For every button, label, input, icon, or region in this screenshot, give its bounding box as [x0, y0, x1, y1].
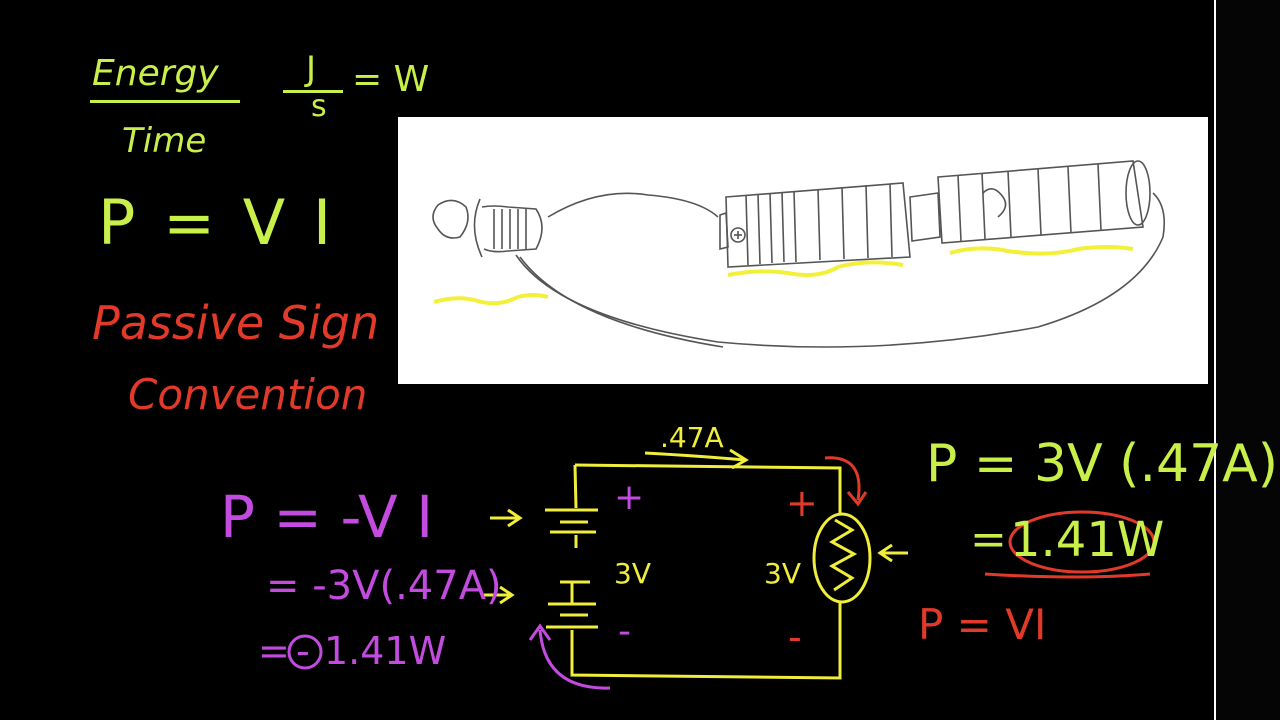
power-formula: P = V I	[98, 186, 336, 259]
passive-sign-line1: Passive Sign	[92, 296, 380, 350]
left-calc-line1: P = -V I	[220, 483, 434, 551]
resistor-plus-sign: +	[786, 481, 818, 525]
joule-label: J	[306, 49, 317, 89]
battery-voltage-label: 3V	[614, 557, 651, 590]
left-calc-line3-circled-sign: -	[296, 629, 310, 673]
energy-fraction-bar	[90, 100, 240, 103]
passive-sign-line2: Convention	[128, 370, 368, 419]
units-fraction-bar	[283, 90, 343, 93]
battery-symbol	[545, 508, 598, 629]
minus-circle	[287, 634, 323, 670]
energy-label: Energy	[92, 53, 219, 94]
resistor-voltage-label: 3V	[764, 557, 801, 590]
purple-current-arrow-icon	[528, 623, 611, 690]
pencil-sketch-battery-bulb-icon	[432, 160, 1166, 348]
answer-circle	[1008, 510, 1156, 574]
resistor-pointer-arrow-icon	[877, 543, 908, 563]
right-calc-line2-value: 1.41W	[1010, 512, 1165, 568]
resistor-minus-sign: -	[788, 615, 802, 659]
current-arrow-icon	[644, 448, 749, 470]
red-current-arrow-icon	[824, 456, 868, 507]
current-label: .47A	[660, 421, 724, 454]
battery-minus-sign: -	[618, 611, 631, 652]
right-calc-line1: P = 3V (.47A)	[926, 434, 1279, 494]
right-calc-line2-equals: =	[970, 514, 1007, 565]
time-label: Time	[122, 121, 207, 161]
resistor-symbol	[812, 512, 872, 604]
answer-underline	[984, 572, 1151, 579]
left-calc-line3-equals: =	[258, 629, 290, 673]
battery-pointer-arrow-icon	[484, 508, 523, 605]
frame-edge	[1214, 0, 1280, 720]
left-calc-line3-value: 1.41W	[324, 629, 447, 673]
left-calc-line2: = -3V(.47A)	[266, 563, 502, 609]
battery-plus-sign: +	[614, 477, 645, 518]
circuit-wires	[570, 463, 842, 680]
battery-bulb-sketch	[398, 117, 1208, 384]
second-label: s	[311, 89, 327, 124]
watt-equals-label: = W	[352, 59, 430, 100]
right-calc-line3: P = VI	[918, 600, 1047, 649]
